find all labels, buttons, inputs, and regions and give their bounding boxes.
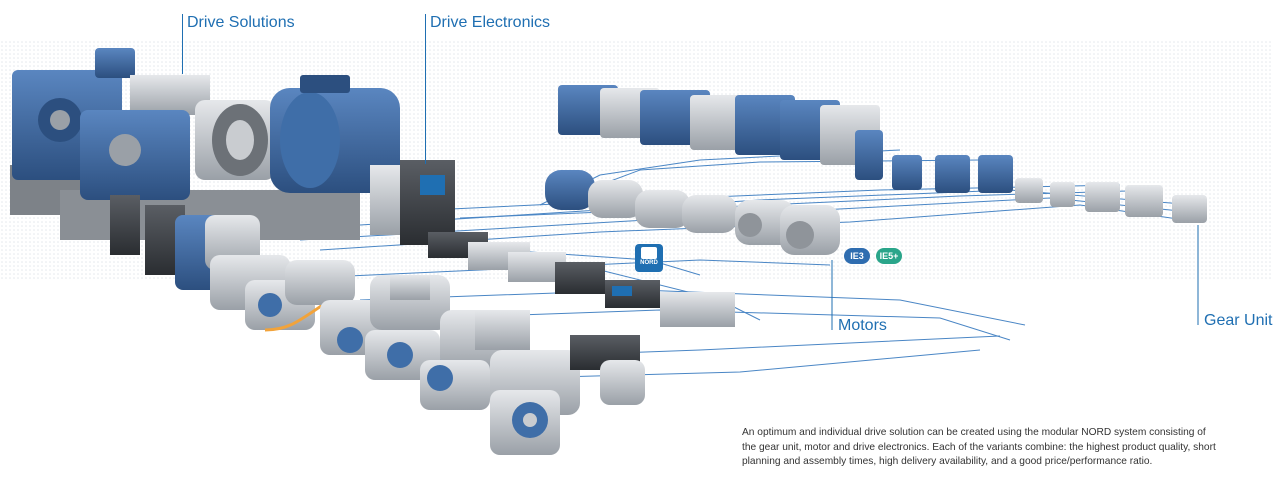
ie3-badge: IE3 [844,248,870,264]
motors-row [545,170,840,255]
gear-units-label: Gear Units [1204,312,1273,329]
drive-solutions-callout-line [182,14,183,74]
nord-logo-text: NORD [640,260,658,266]
drive-solutions-label: Drive Solutions [187,14,295,31]
description-caption: An optimum and individual drive solution… [742,426,1242,470]
gear-units-row [892,155,1207,223]
industrial-gear-row [558,85,883,180]
ie5-badge: IE5+ [876,248,902,264]
caption-line-1: An optimum and individual drive solution… [742,427,1206,438]
caption-line-3: planning and assembly times, high delive… [742,456,1153,467]
nord-logo: NORD [635,244,663,272]
motor-icon [641,247,657,259]
drive-electronics-cluster [370,160,735,327]
drive-electronics-label: Drive Electronics [430,14,551,31]
drive-electronics-callout-line [425,14,426,164]
motors-label: Motors [838,317,887,334]
geared-motors-cascade [210,255,645,455]
drive-solutions-cluster [10,48,400,290]
caption-line-2: the gear unit, motor and drive electroni… [742,441,1216,453]
callout-lines [831,225,1199,330]
